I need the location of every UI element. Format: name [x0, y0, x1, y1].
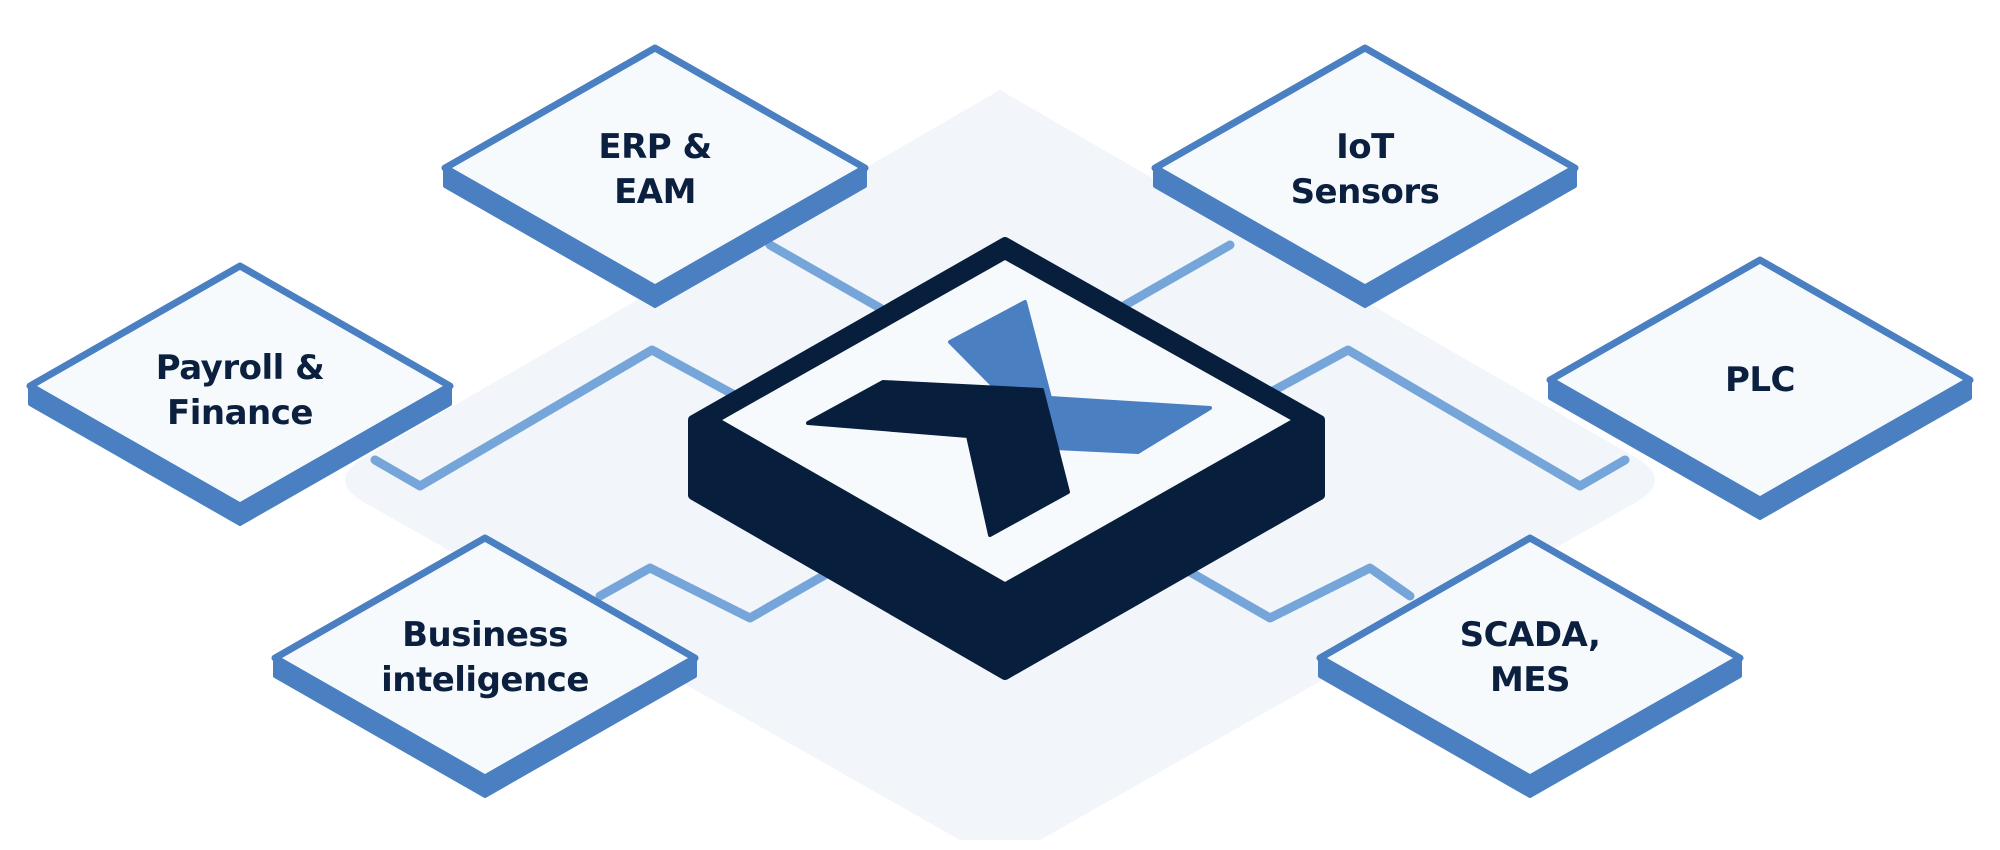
node-label-erp-eam: ERP & EAM — [598, 127, 712, 212]
node-label-iot-sensors: IoT Sensors — [1290, 127, 1440, 212]
node-tile-plc — [1546, 256, 1974, 520]
x-logo-dark-stroke — [806, 380, 1070, 537]
node-label-scada-mes: SCADA, MES — [1459, 615, 1601, 700]
node-tile-iot-sensors — [1151, 44, 1579, 308]
x-logo-icon — [806, 300, 1212, 537]
connector-payroll-finance — [370, 345, 745, 491]
connector-business-intelligence — [595, 563, 835, 623]
node-tile-erp-eam — [441, 44, 869, 308]
connector-iot-sensors — [1115, 240, 1235, 313]
node-label-business-intelligence: Business inteligence — [381, 615, 589, 700]
node-label-plc: PLC — [1724, 360, 1796, 400]
node-tile-payroll-finance — [26, 262, 454, 526]
connector-scada-mes — [1185, 563, 1415, 623]
connector-erp-eam — [765, 240, 885, 313]
node-tile-scada-mes — [1316, 534, 1744, 798]
connector-plc — [1255, 345, 1630, 491]
node-tile-business-intelligence — [271, 534, 699, 798]
connectors — [370, 240, 1630, 623]
node-tiles — [26, 44, 1974, 798]
node-label-payroll-finance: Payroll & Finance — [155, 348, 325, 433]
